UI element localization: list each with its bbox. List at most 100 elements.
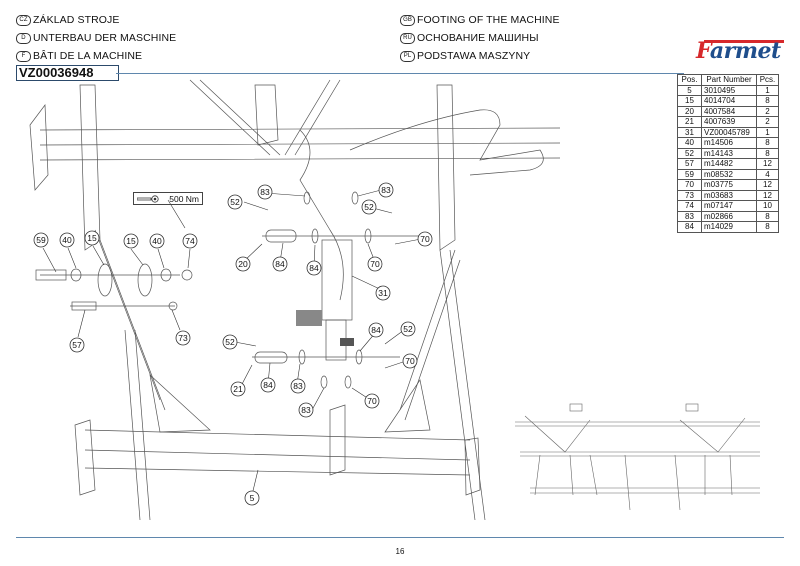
right-upright — [439, 249, 486, 521]
lang-badge-pl: PL — [400, 50, 415, 62]
callout-label: 15 — [87, 233, 97, 243]
callout-circle — [84, 230, 100, 246]
callout-label: 70 — [420, 234, 430, 244]
callout-70: 70 — [367, 256, 383, 272]
frame-lines — [29, 79, 561, 521]
callout-label: 73 — [178, 333, 188, 343]
washer-40-right — [160, 268, 172, 282]
hitch-arm — [349, 109, 544, 176]
callout-circle — [149, 233, 165, 249]
callout-label: 40 — [62, 235, 72, 245]
callout-circle — [417, 231, 433, 247]
callout-52: 52 — [400, 321, 416, 337]
inset-legs — [534, 454, 733, 511]
callout-label: 52 — [225, 337, 235, 347]
top-beam — [39, 127, 561, 161]
callout-label: 52 — [364, 202, 374, 212]
row-pcs: 8 — [756, 221, 779, 233]
footer-divider — [16, 537, 784, 538]
callout-52: 52 — [227, 194, 243, 210]
pin-21 — [254, 351, 288, 364]
inset-top-beam — [515, 421, 760, 427]
callout-circle — [260, 377, 276, 393]
nut-73 — [168, 301, 178, 311]
callout-21: 21 — [230, 381, 246, 397]
callout-circle — [272, 256, 288, 272]
title-ru-text: ОСНОВАНИЕ МАШИНЫ — [417, 32, 539, 44]
callout-70: 70 — [417, 231, 433, 247]
top-plate-right — [436, 84, 456, 251]
callout-59: 59 — [33, 232, 49, 248]
top-struts — [189, 79, 341, 156]
plate-15-right — [137, 263, 153, 297]
callout-83: 83 — [378, 182, 394, 198]
callout-circle — [222, 334, 238, 350]
callout-40: 40 — [59, 232, 75, 248]
callout-circle — [182, 233, 198, 249]
callout-84: 84 — [368, 322, 384, 338]
callout-label: 52 — [230, 197, 240, 207]
callout-5: 5 — [244, 490, 260, 506]
logo-bar — [704, 40, 784, 43]
top-plate-left — [79, 84, 101, 251]
callout-70: 70 — [402, 353, 418, 369]
callout-circle — [123, 233, 139, 249]
callout-83: 83 — [298, 402, 314, 418]
callout-84: 84 — [260, 377, 276, 393]
callout-label: 84 — [309, 263, 319, 273]
inset-trusses — [524, 415, 746, 453]
callout-label: 21 — [233, 384, 243, 394]
nut-74 — [181, 269, 193, 281]
callout-label: 83 — [381, 185, 391, 195]
bottom-center-plate — [329, 404, 346, 476]
left-gusset — [149, 374, 211, 433]
callout-circle — [290, 378, 306, 394]
bottom-left-plate — [74, 419, 96, 496]
washer-83-b — [351, 191, 359, 205]
plate-15-left — [97, 263, 113, 297]
bottom-beam — [84, 429, 471, 476]
callout-label: 57 — [72, 340, 82, 350]
lang-badge-d: D — [16, 32, 31, 44]
callout-circle — [361, 199, 377, 215]
callout-83: 83 — [290, 378, 306, 394]
callout-circle — [227, 194, 243, 210]
callout-circle — [230, 381, 246, 397]
washer-84-a — [311, 228, 319, 244]
callout-57: 57 — [69, 337, 85, 353]
washer-83-a — [303, 191, 311, 205]
callout-circle — [175, 330, 191, 346]
callout-circle — [244, 490, 260, 506]
washer-40-left — [70, 268, 82, 282]
row-pcs: 10 — [756, 200, 779, 212]
callout-label: 70 — [367, 396, 377, 406]
logo-text: Farmet — [696, 38, 781, 64]
callout-20: 20 — [235, 256, 251, 272]
inset-plate-left — [569, 403, 583, 412]
callout-label: 52 — [403, 324, 413, 334]
title-gb: GB FOOTING OF THE MACHINE — [400, 14, 560, 26]
page-number: 16 — [395, 547, 405, 556]
title-f: F BÂTI DE LA MACHINE — [16, 50, 142, 62]
title-ru: RU ОСНОВАНИЕ МАШИНЫ — [400, 32, 539, 44]
callout-circle — [298, 402, 314, 418]
fitting — [340, 338, 354, 346]
torque-value: 500 Nm — [169, 193, 199, 204]
callout-label: 70 — [405, 356, 415, 366]
lang-badge-ru: RU — [400, 32, 415, 44]
callout-label: 20 — [238, 259, 248, 269]
pin-20 — [265, 229, 297, 243]
title-cz: CZ ZÁKLAD STROJE — [16, 14, 119, 26]
callout-circle — [235, 256, 251, 272]
